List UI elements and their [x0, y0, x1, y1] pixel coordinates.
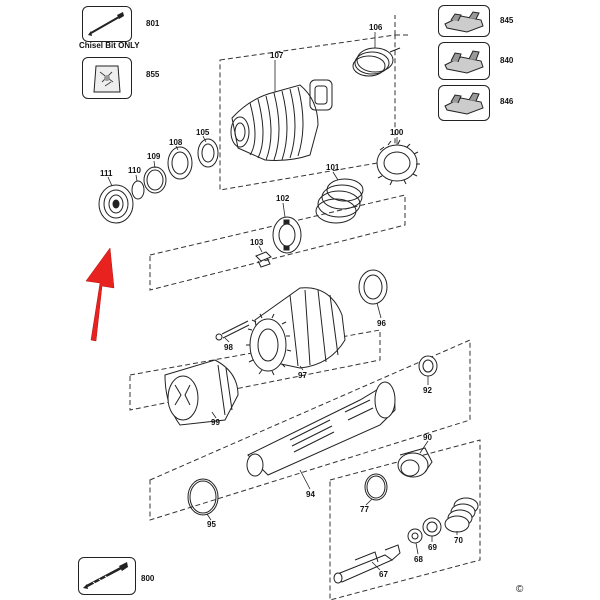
red-arrow-icon [85, 247, 115, 342]
part-label-68: 68 [414, 555, 423, 564]
part-103-key [255, 251, 272, 268]
kit-caption: Chisel Bit ONLY [79, 41, 140, 50]
part-label-107: 107 [270, 51, 284, 60]
part-105-ring [197, 138, 219, 168]
part-label-92: 92 [423, 386, 432, 395]
part-label-103: 103 [250, 238, 264, 247]
group-outline-tool [329, 439, 481, 600]
part-label-845: 845 [500, 16, 514, 25]
part-label-840: 840 [500, 56, 514, 65]
part-label-105: 105 [196, 128, 210, 137]
group-outline-cover [219, 34, 396, 191]
kit-801-box [82, 6, 132, 42]
group-outline-spring [149, 194, 406, 291]
part-68-ring [407, 528, 423, 544]
chisel-bit-icon [88, 12, 124, 36]
part-label-96: 96 [377, 319, 386, 328]
part-label-106: 106 [369, 23, 383, 32]
kit-845-box [438, 5, 490, 37]
part-label-100: 100 [390, 128, 404, 137]
part-107-bellows [230, 79, 333, 161]
part-label-846: 846 [500, 97, 514, 106]
part-100-gear [376, 139, 420, 186]
part-90-bushing [397, 447, 433, 478]
part-92-ring [418, 355, 438, 377]
part-label-102: 102 [276, 194, 290, 203]
part-label-800: 800 [141, 574, 155, 583]
part-102-clutch [272, 216, 302, 254]
part-95-oring [187, 478, 219, 516]
part-69-ring [422, 517, 442, 537]
part-label-97: 97 [298, 371, 307, 380]
part-label-855: 855 [146, 70, 160, 79]
part-77-oring [364, 473, 388, 501]
part-98-pin [215, 320, 250, 341]
part-96-seal [358, 269, 388, 305]
part-label-67: 67 [379, 570, 388, 579]
kit-855-box [82, 57, 132, 99]
bag-icon [93, 65, 121, 93]
part-109-ring [143, 166, 167, 194]
part-label-101: 101 [326, 163, 340, 172]
kit-846-box [438, 85, 490, 121]
part-label-95: 95 [207, 520, 216, 529]
part-108-ring [167, 146, 193, 180]
part-label-90: 90 [423, 433, 432, 442]
kit-840-box [438, 42, 490, 80]
kit-800-box [78, 557, 136, 595]
group-outline-spindle [149, 339, 471, 521]
part-label-70: 70 [454, 536, 463, 545]
part-101-spring [315, 178, 364, 224]
part-94-spindle [246, 381, 396, 477]
part-label-110: 110 [128, 166, 141, 175]
brush-holder-icon [444, 11, 484, 33]
copyright-mark: © [516, 584, 524, 595]
part-70-spring [444, 497, 479, 533]
brush-holder-icon [444, 92, 484, 115]
part-label-109: 109 [147, 152, 161, 161]
part-106-spring [352, 47, 401, 77]
part-label-801: 801 [146, 19, 160, 28]
part-label-99: 99 [211, 418, 220, 427]
part-67-striker [333, 544, 401, 584]
part-110-ring [131, 180, 145, 200]
part-label-98: 98 [224, 343, 233, 352]
part-label-69: 69 [428, 543, 437, 552]
brush-holder-icon [444, 50, 484, 74]
part-97-housing [246, 287, 346, 376]
part-99-sleeve [164, 359, 239, 426]
part-label-94: 94 [306, 490, 315, 499]
part-label-108: 108 [169, 138, 183, 147]
part-label-77: 77 [360, 505, 369, 514]
part-111-bearing [98, 184, 134, 224]
part-label-111: 111 [100, 169, 113, 178]
drill-bit-icon [83, 562, 128, 589]
